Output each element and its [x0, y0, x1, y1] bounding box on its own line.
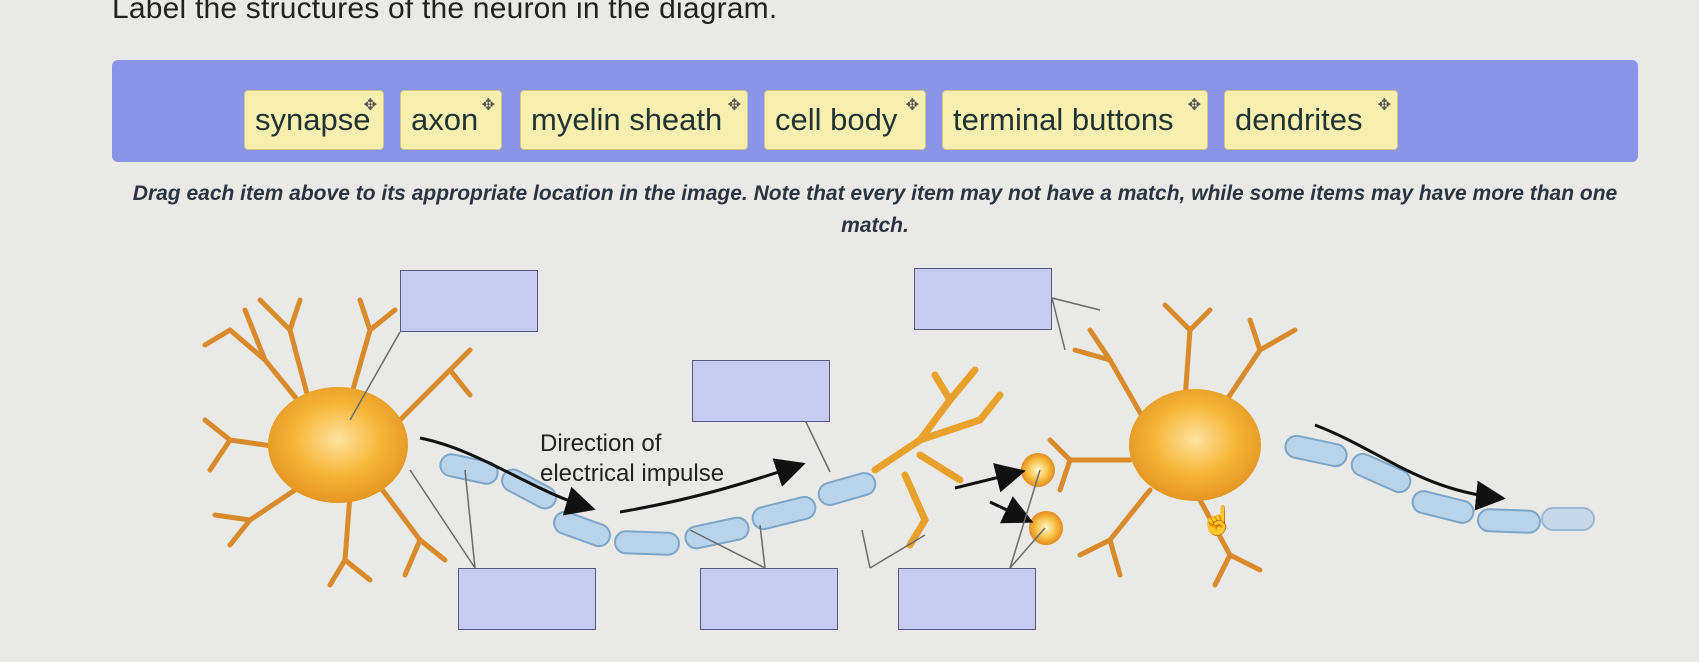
move-icon: ✥ — [727, 97, 741, 114]
drop-zone-1[interactable] — [400, 270, 538, 332]
chip-label: cell body — [775, 102, 898, 137]
chip-terminal-buttons[interactable]: terminal buttons ✥ — [942, 90, 1208, 150]
drop-zone-3[interactable] — [692, 360, 830, 422]
chip-myelin-sheath[interactable]: myelin sheath ✥ — [520, 90, 748, 150]
direction-arrow-left — [419, 436, 596, 516]
chip-label: synapse — [255, 102, 371, 137]
direction-label-line2: electrical impulse — [540, 460, 724, 487]
left-axon — [439, 453, 877, 556]
move-icon: ✥ — [1187, 97, 1201, 114]
chip-label: terminal buttons — [953, 102, 1174, 137]
right-neuron-dendrites — [1047, 302, 1298, 588]
synapse-arrow-upper — [954, 463, 1026, 493]
synapse-arrow-lower — [989, 496, 1034, 524]
chip-axon[interactable]: axon ✥ — [400, 90, 502, 150]
move-icon: ✥ — [481, 97, 495, 114]
chip-dendrites[interactable]: dendrites ✥ — [1224, 90, 1398, 150]
move-icon: ✥ — [1377, 97, 1391, 114]
drop-zone-6[interactable] — [898, 568, 1036, 630]
direction-arrow-right — [1314, 423, 1506, 511]
question-title: Label the structures of the neuron in th… — [112, 0, 778, 25]
drop-zone-4[interactable] — [458, 568, 596, 630]
left-cell-body — [268, 387, 408, 503]
right-cell-body — [1129, 389, 1261, 501]
leader-lines — [349, 297, 1101, 569]
chip-label: dendrites — [1235, 102, 1363, 137]
chip-cell-body[interactable]: cell body ✥ — [764, 90, 926, 150]
drop-zone-5[interactable] — [700, 568, 838, 630]
move-icon: ✥ — [363, 97, 377, 114]
move-icon: ✥ — [905, 97, 919, 114]
direction-label-line1: Direction of — [540, 430, 662, 457]
synapse-spark-upper — [1021, 453, 1055, 487]
instructions: Drag each item above to its appropriate … — [132, 182, 1618, 237]
right-axon — [1284, 434, 1595, 534]
word-bank: synapse ✥ axon ✥ myelin sheath ✥ cell bo… — [112, 60, 1638, 162]
drop-zone-2[interactable] — [914, 268, 1052, 330]
hand-cursor-icon: ☝ — [1200, 503, 1235, 537]
chip-label: myelin sheath — [531, 102, 723, 137]
chip-synapse[interactable]: synapse ✥ — [244, 90, 384, 150]
axon-terminal-branches — [871, 366, 1004, 549]
direction-arrow-mid — [619, 458, 806, 514]
chip-label: axon — [411, 102, 479, 137]
